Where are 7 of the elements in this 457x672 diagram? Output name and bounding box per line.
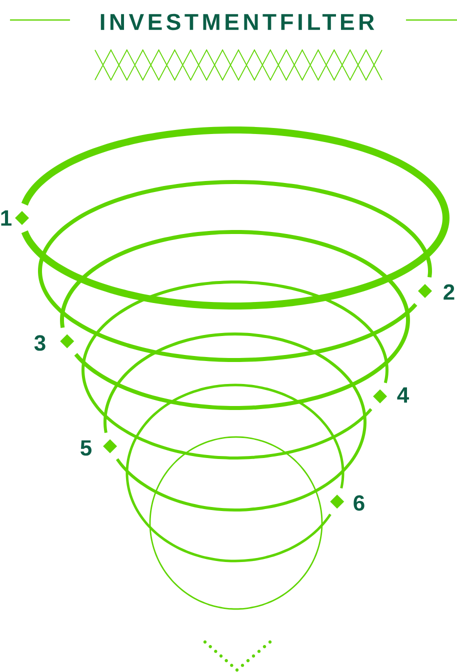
callout-number: 6 (354, 495, 364, 511)
callout-number: 5 (80, 440, 92, 456)
title: INVESTMENTFILTER (100, 14, 374, 30)
callout-number: 4 (397, 387, 409, 403)
callout-number: 1 (1, 210, 12, 226)
callout-number: 3 (34, 335, 46, 351)
callout-number: 2 (444, 284, 454, 300)
